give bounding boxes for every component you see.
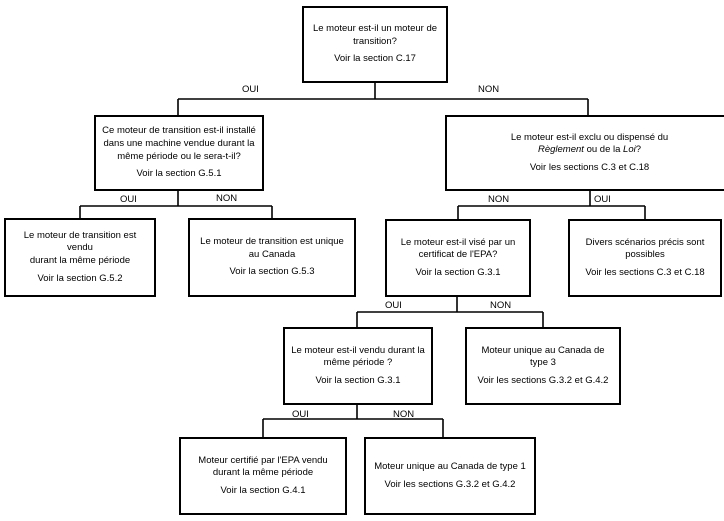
node-text: Le moteur de transition est unique [200,236,344,248]
branch-label-non: NON [488,194,510,205]
node-text: durant la même période [29,255,131,266]
node-text: Le moteur est-il vendu durant la [291,344,425,356]
node-text: durant la même période [212,467,314,479]
node-text: Le moteur est-il exclu ou dispensé du [510,131,669,143]
node-reference: Voir les sections G.3.2 et G.4.2 [384,478,516,490]
node-divers-scenarios: Divers scénarios précis sont possibles V… [568,219,722,297]
node-text: Règlement ou de la Loi? [537,144,642,156]
branch-label-oui: OUI [292,409,309,420]
node-reference: Voir les sections C.3 et C.18 [585,266,705,278]
branch-label-oui: OUI [120,194,137,205]
node-reference: Voir les sections G.3.2 et G.4.2 [477,374,609,386]
node-unique-type-3: Moteur unique au Canada de type 3 Voir l… [465,327,621,405]
node-certificat-epa: Le moteur est-il visé par un certificat … [385,219,531,297]
node-text: dans une machine vendue durant la [103,137,255,149]
node-text: au Canada [248,248,296,260]
node-transition-vendu: Le moteur de transition est vendu durant… [4,218,156,297]
branch-label-oui: OUI [594,194,611,205]
node-text: Le moteur est-il visé par un [400,236,516,248]
node-transition-installe: Ce moteur de transition est-il installé … [94,115,264,191]
node-text: Ce moteur de transition est-il installé [102,125,256,137]
node-text: Le moteur est-il un moteur de [312,23,438,35]
node-reference: Voir les sections C.3 et C.18 [529,161,650,173]
node-reference: Voir la section G.3.1 [315,374,401,386]
node-text: possibles [625,249,665,261]
node-unique-type-1: Moteur unique au Canada de type 1 Voir l… [364,437,536,515]
node-moteur-de-transition: Le moteur est-il un moteur de transition… [302,6,448,83]
node-text: Le moteur de transition est vendu [23,229,137,254]
node-reference: Voir la section G.3.1 [415,266,501,278]
node-text: Moteur unique au Canada de type 3 [481,344,605,369]
node-text: même période ou le sera-t-il? [117,150,241,162]
node-text: Moteur certifié par l'EPA vendu [198,454,328,466]
branch-label-non: NON [478,84,500,95]
node-certifie-epa-vendu: Moteur certifié par l'EPA vendu durant l… [179,437,347,515]
branch-label-oui: OUI [242,84,259,95]
node-reference: Voir la section G.5.1 [136,168,222,180]
node-transition-unique: Le moteur de transition est unique au Ca… [188,218,356,297]
branch-label-oui: OUI [385,300,402,311]
node-exclu-ou-dispense: Le moteur est-il exclu ou dispensé du Rè… [445,115,724,191]
node-reference: Voir la section G.5.2 [37,272,123,284]
node-reference: Voir la section G.4.1 [220,484,306,496]
node-text: même période ? [323,357,393,369]
node-text: Moteur unique au Canada de type 1 [374,460,526,472]
node-vendu-meme-periode: Le moteur est-il vendu durant la même pé… [283,327,433,405]
branch-label-non: NON [216,193,238,204]
node-text: Divers scénarios précis sont [585,236,705,248]
branch-label-non: NON [490,300,512,311]
node-reference: Voir la section C.17 [334,53,416,65]
node-text: transition? [353,35,397,47]
node-text: certificat de l'EPA? [418,249,498,261]
node-reference: Voir la section G.5.3 [229,266,315,278]
branch-label-non: NON [393,409,415,420]
